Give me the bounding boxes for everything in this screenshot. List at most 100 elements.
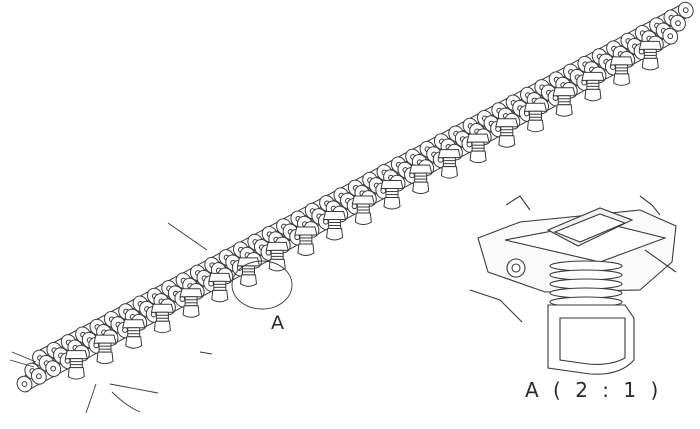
roller-pin <box>294 234 301 241</box>
clip-top-plate <box>495 118 519 128</box>
leader-line <box>199 351 213 355</box>
clip-spring <box>270 249 284 260</box>
clip-spring <box>356 203 370 214</box>
attachment-clip <box>351 195 375 226</box>
attachment-clip <box>122 319 146 349</box>
clip-spring <box>241 265 255 276</box>
clip-foot <box>354 212 372 226</box>
clip-top-plate <box>552 87 576 97</box>
clip-foot <box>268 258 286 272</box>
attachment-clip <box>638 40 662 71</box>
detail-view <box>469 195 677 375</box>
attachment-clip <box>380 180 404 210</box>
callout-label-a: A <box>271 312 287 334</box>
attachment-clip <box>552 87 576 117</box>
clip-foot <box>641 57 659 71</box>
detail-break-line <box>505 195 531 211</box>
roller-pin <box>351 203 358 210</box>
roller-pin <box>523 110 530 117</box>
detail-link-edge <box>469 289 523 323</box>
clip-foot <box>383 197 401 210</box>
detail-scale-label: A ( 2 : 1 ) <box>525 378 663 402</box>
clip-spring <box>557 95 571 106</box>
leader-line <box>111 391 141 413</box>
clip-foot <box>125 336 143 349</box>
roller-pin <box>675 20 681 27</box>
roller-pin <box>667 33 674 40</box>
roller-pin <box>21 381 28 387</box>
clip-foot <box>613 73 631 86</box>
roller-pin <box>150 311 157 318</box>
roller-pin <box>437 156 444 163</box>
clip-spring <box>98 342 112 353</box>
detail-foot-face <box>559 317 626 365</box>
detail-clip-face <box>553 213 627 243</box>
attachment-clip <box>523 102 548 133</box>
clip-spring <box>643 48 657 59</box>
clip-spring <box>69 358 83 369</box>
clip-foot <box>67 367 85 380</box>
clip-top-plate <box>351 195 375 205</box>
attachment-clip <box>409 164 433 195</box>
clip-spring <box>586 79 600 90</box>
roller-pin <box>208 280 214 287</box>
clip-spring <box>414 172 428 183</box>
clip-top-plate <box>294 226 318 236</box>
roller-pin <box>638 48 645 55</box>
roller-pin <box>122 327 128 333</box>
detail-link-edge <box>644 249 677 273</box>
roller-pin <box>609 64 616 71</box>
clip-spring <box>471 141 485 152</box>
clip-top-plate <box>638 40 662 50</box>
clip-spring <box>299 234 313 245</box>
clip-foot <box>182 305 200 318</box>
leader-line <box>109 383 159 394</box>
clip-spring <box>213 280 227 291</box>
clip-top-plate <box>150 303 175 313</box>
clip-top-plate <box>523 102 548 112</box>
roller-pin <box>50 365 57 372</box>
attachment-clip <box>466 133 490 164</box>
roller-pin <box>581 79 588 86</box>
clip-top-plate <box>609 56 634 66</box>
detail-break-line <box>639 195 661 216</box>
clip-spring <box>184 296 198 307</box>
clip-foot <box>153 320 171 334</box>
clip-top-plate <box>93 334 117 344</box>
roller-pin <box>64 357 71 364</box>
clip-foot <box>412 181 430 195</box>
clip-top-plate <box>581 71 605 81</box>
leader-lines <box>9 222 293 414</box>
clip-top-plate <box>466 133 490 143</box>
attachment-clip <box>236 257 261 287</box>
clip-top-plate <box>236 257 261 267</box>
clip-top-plate <box>380 180 404 190</box>
attachment-clip <box>294 226 318 256</box>
attachment-clip <box>64 350 88 380</box>
clip-foot <box>239 274 258 287</box>
clip-spring <box>328 218 342 229</box>
roller-pin <box>322 218 329 225</box>
attachment-clip <box>93 334 117 365</box>
attachment-clip <box>609 56 634 86</box>
roller-pin <box>466 141 473 148</box>
attachment-clip <box>581 71 605 102</box>
leader-line <box>11 351 37 363</box>
clip-top-plate <box>265 241 289 251</box>
roller-pin <box>409 172 415 179</box>
attachment-clip <box>208 272 232 303</box>
clip-top-plate <box>64 350 88 360</box>
clip-foot <box>469 150 487 164</box>
clip-top-plate <box>179 288 203 298</box>
clip-foot <box>297 243 315 256</box>
clip-foot <box>555 104 573 117</box>
roller-pin <box>93 342 100 349</box>
detail-roller-pin <box>511 263 521 273</box>
clip-top-plate <box>322 210 347 220</box>
leader-line <box>9 359 35 368</box>
roller-pin <box>495 126 501 132</box>
roller-pin <box>552 95 559 101</box>
clip-foot <box>526 119 545 133</box>
roller-chain <box>16 1 694 393</box>
